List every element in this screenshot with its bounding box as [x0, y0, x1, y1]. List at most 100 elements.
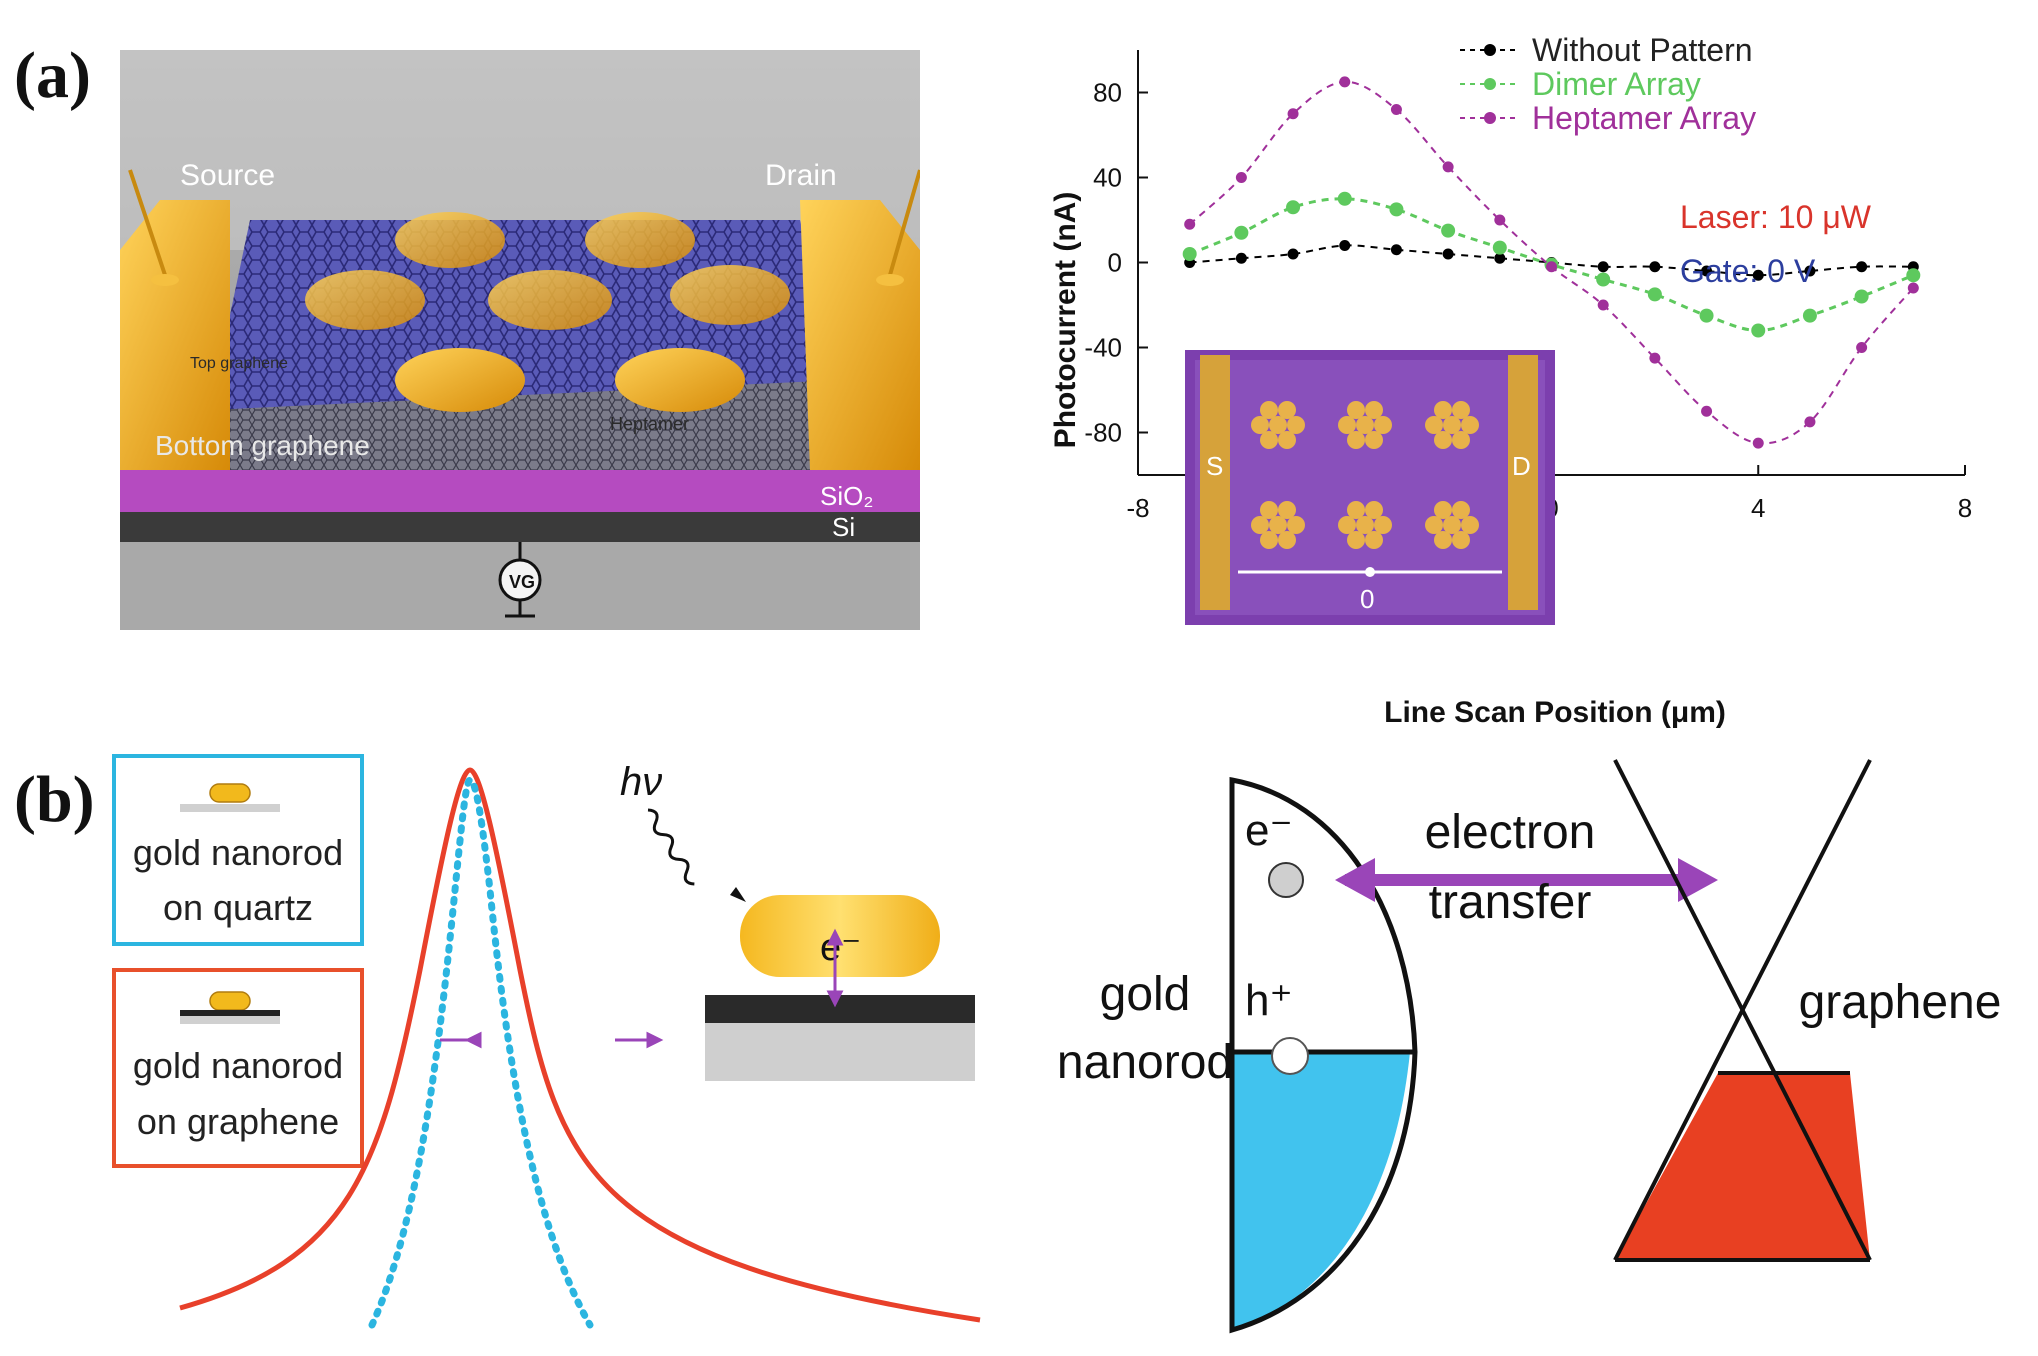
drain-electrode — [800, 200, 920, 470]
data-point — [1596, 272, 1611, 287]
panel-label-a: (a) — [14, 39, 91, 112]
photon-label: hν — [620, 760, 662, 804]
spectrum-panel: gold nanorod on quartz gold nanorod on g… — [112, 754, 981, 1329]
drain-label: Drain — [765, 159, 837, 192]
transfer-line1: electron — [1425, 806, 1596, 859]
data-point — [1337, 191, 1352, 206]
data-point — [1235, 172, 1247, 183]
y-tick-label: 80 — [1093, 78, 1122, 108]
inset-s-label: S — [1206, 451, 1223, 481]
legend-marker — [1484, 44, 1496, 56]
panel-label-b: (b) — [14, 763, 95, 836]
nanorod-on-graphene-icon — [209, 991, 251, 1011]
data-point — [1649, 261, 1661, 273]
source-electrode — [120, 200, 230, 470]
data-point — [1339, 240, 1351, 251]
data-point — [1389, 202, 1404, 217]
transfer-line2: transfer — [1429, 876, 1592, 929]
data-point — [1804, 265, 1816, 277]
y-axis-label: Photocurrent (nA) — [1049, 192, 1082, 449]
legend-marker — [1484, 78, 1496, 90]
inset-source-electrode — [1200, 355, 1230, 610]
laser-annotation: Laser: 10 μW — [1680, 199, 1872, 235]
source-label: Source — [180, 159, 275, 192]
dirac-cone-line-right — [1613, 759, 1872, 1261]
electron-transfer-arrow — [1335, 858, 1718, 902]
gold-nanorod-line2: nanorod — [1057, 1036, 1233, 1089]
legend-marker — [1484, 112, 1496, 124]
y-tick-label: 40 — [1093, 163, 1122, 193]
data-point — [1390, 104, 1402, 115]
y-tick-label: 0 — [1108, 248, 1122, 278]
si-layer — [120, 512, 920, 542]
gate-label: VG — [509, 572, 535, 592]
data-point — [1494, 214, 1506, 226]
data-point — [1546, 261, 1557, 273]
graphene-spectrum-curve — [179, 767, 981, 1323]
legend-quartz: gold nanorod on quartz — [112, 754, 364, 946]
device-illustration: Source Drain Top graphene Heptamer Botto… — [120, 50, 920, 630]
graphene-substrate — [705, 995, 975, 1023]
series-line — [1189, 244, 1914, 277]
data-point — [1752, 269, 1764, 281]
heptamer-label: Heptamer — [610, 414, 689, 434]
heptamer-discs — [305, 212, 790, 412]
photon-wave-icon — [647, 808, 695, 886]
data-point — [1182, 247, 1197, 261]
data-point — [1234, 225, 1249, 240]
x-tick-label: 8 — [1958, 493, 1972, 523]
nanorod-electron-label: e⁻ — [820, 927, 861, 969]
gold-nanorod-line1: gold — [1100, 968, 1191, 1021]
quartz-spectrum-curve — [368, 776, 594, 1329]
legend-graphene: gold nanorod on graphene — [112, 968, 364, 1168]
hole-label: h⁺ — [1245, 976, 1293, 1025]
transfer-arrow-vertical — [826, 928, 844, 1008]
y-tick-label: -80 — [1084, 418, 1122, 448]
legend-graphene-line1: gold nanorod — [133, 1045, 343, 1086]
inset-d-label: D — [1512, 451, 1531, 481]
x-tick-label: -8 — [1126, 493, 1149, 523]
sem-inset: S D 0 — [1185, 350, 1555, 625]
data-point — [1699, 308, 1714, 323]
inset-heptamer-array — [1251, 401, 1479, 549]
data-point — [1597, 299, 1609, 311]
data-point — [1649, 352, 1661, 364]
data-point — [1339, 76, 1351, 88]
y-tick-label: -40 — [1084, 333, 1122, 363]
data-point — [1854, 289, 1869, 304]
legend-label: Dimer Array — [1532, 66, 1701, 102]
nanorod-icon — [209, 783, 251, 803]
data-point — [1287, 108, 1299, 120]
data-point — [1804, 416, 1816, 428]
sio2-layer — [120, 470, 920, 512]
data-point — [1235, 252, 1247, 264]
data-point — [1802, 308, 1817, 323]
data-point — [1751, 323, 1766, 338]
data-point — [1907, 282, 1919, 294]
sio2-label: SiO₂ — [820, 481, 873, 511]
graphene-filled-states — [1615, 1073, 1870, 1260]
data-point — [1390, 244, 1402, 256]
data-point — [1701, 405, 1713, 417]
data-point — [1287, 248, 1299, 260]
data-point — [1597, 261, 1609, 273]
data-point — [1494, 252, 1506, 264]
hole-icon — [1271, 1037, 1309, 1075]
data-point — [1647, 287, 1662, 302]
si-label: Si — [832, 512, 855, 542]
gate-annotation: Gate: 0 V — [1680, 253, 1816, 289]
legend-label: Heptamer Array — [1532, 100, 1756, 136]
nanorod-illustration — [740, 895, 940, 977]
legend-label: Without Pattern — [1532, 32, 1753, 68]
data-point — [1856, 342, 1868, 353]
inset-zero-label: 0 — [1360, 584, 1374, 614]
data-point — [1701, 265, 1713, 277]
bottom-graphene-label: Bottom graphene — [155, 430, 370, 461]
data-point — [1442, 161, 1454, 173]
x-tick-label: 4 — [1751, 493, 1765, 523]
broadening-arrows — [440, 1031, 664, 1049]
data-point — [1906, 268, 1921, 283]
legend-quartz-line2: on quartz — [163, 887, 313, 928]
electron-label: e⁻ — [1245, 806, 1293, 855]
